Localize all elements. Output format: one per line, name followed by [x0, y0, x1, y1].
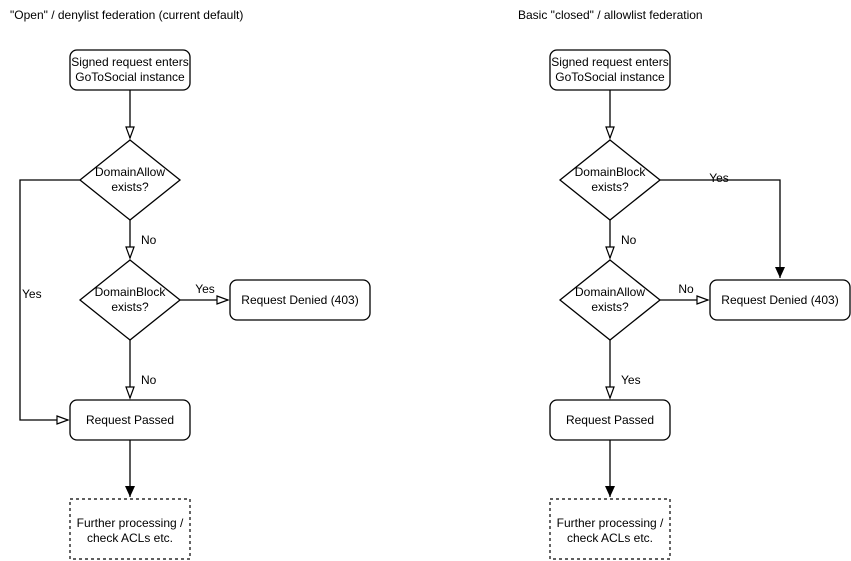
right-decision-domainblock-label-line2: exists?	[591, 180, 629, 194]
right-further-processing-label-line2: check ACLs etc.	[567, 531, 653, 545]
right-decision-domainblock-label-line1: DomainBlock	[575, 165, 647, 179]
left-label-decision1-yes: Yes	[22, 287, 42, 301]
left-further-processing-node	[69, 498, 191, 560]
right-edge-decision1-yes	[660, 179, 785, 278]
right-request-denied-label: Request Denied (403)	[721, 293, 838, 307]
left-decision-domainblock-label-line2: exists?	[111, 300, 149, 314]
left-edge-decision1-yes-loop	[19, 179, 80, 425]
left-label-decision1-no: No	[141, 233, 157, 247]
right-label-decision1-yes: Yes	[709, 171, 729, 185]
right-request-passed-label: Request Passed	[566, 413, 654, 427]
left-decision-domainblock-label-line1: DomainBlock	[95, 285, 167, 299]
left-request-denied-label: Request Denied (403)	[241, 293, 358, 307]
left-diagram-title: "Open" / denylist federation (current de…	[10, 8, 243, 22]
left-request-passed-label: Request Passed	[86, 413, 174, 427]
right-start-node-label-line1: Signed request enters	[551, 55, 668, 69]
right-start-node-label-line2: GoToSocial instance	[555, 70, 665, 84]
left-label-decision2-no: No	[141, 373, 157, 387]
right-label-decision2-no: No	[678, 282, 694, 296]
right-label-decision1-no: No	[621, 233, 637, 247]
left-decision-domainallow-label-line1: DomainAllow	[95, 165, 165, 179]
right-label-decision2-yes: Yes	[621, 373, 641, 387]
right-further-processing-label-line1: Further processing /	[557, 516, 664, 530]
left-further-processing-label-line2: check ACLs etc.	[87, 531, 173, 545]
diagram-open-denylist: "Open" / denylist federation (current de…	[10, 8, 371, 560]
left-start-node-label-line2: GoToSocial instance	[75, 70, 185, 84]
right-diagram-title: Basic "closed" / allowlist federation	[518, 8, 703, 22]
right-request-denied-node	[709, 279, 851, 321]
left-request-denied-node	[229, 279, 371, 321]
left-start-node-label-line1: Signed request enters	[71, 55, 188, 69]
right-decision-domainallow-label-line2: exists?	[591, 300, 629, 314]
left-further-processing-label-line1: Further processing /	[77, 516, 184, 530]
diagram-closed-allowlist: Basic "closed" / allowlist federation Si…	[518, 8, 851, 560]
left-label-decision2-yes: Yes	[195, 282, 215, 296]
right-decision-domainallow-label-line1: DomainAllow	[575, 285, 645, 299]
left-decision-domainallow-label-line2: exists?	[111, 180, 149, 194]
right-further-processing-node	[549, 498, 671, 560]
